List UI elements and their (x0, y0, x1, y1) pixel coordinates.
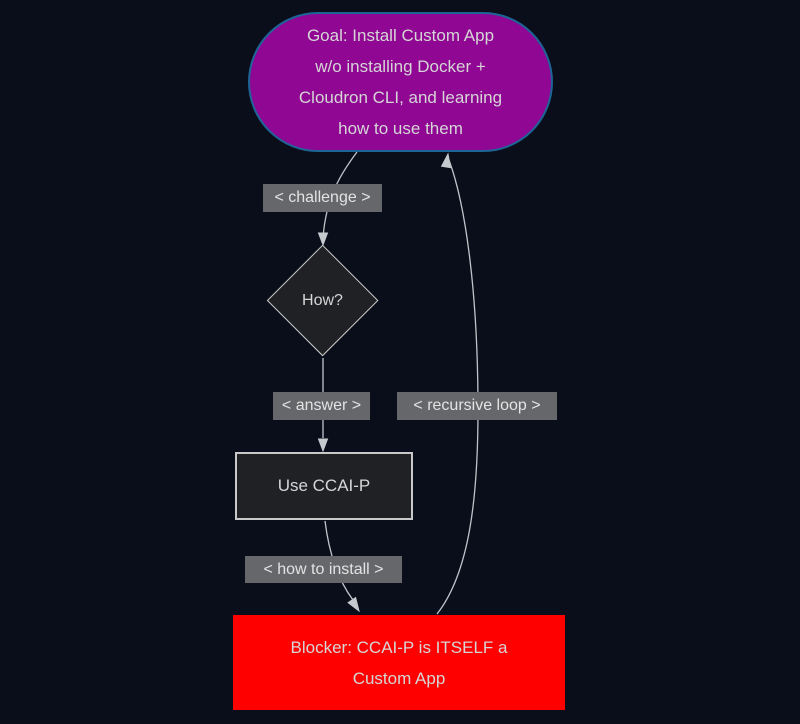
edge-label-recursive-loop: < recursive loop > (397, 392, 557, 420)
goal-node-line: w/o installing Docker + (315, 57, 486, 76)
goal-node-line: Cloudron CLI, and learning (298, 88, 503, 107)
goal-node-line: Goal: Install Custom App (306, 26, 495, 45)
decision-node: How? (266, 244, 379, 358)
decision-node-label: How? (302, 292, 343, 309)
edge-blocker-to-goal-recursive (436, 159, 479, 615)
arrowhead-into-goal (440, 152, 452, 169)
edge-label-challenge: < challenge > (263, 184, 382, 212)
edge-label-how-to-install: < how to install > (245, 556, 402, 583)
edge-label-answer: < answer > (273, 392, 370, 420)
blocker-node-line: Blocker: CCAI-P is ITSELF a (290, 637, 508, 657)
arrowhead-into-how (317, 232, 329, 247)
arrowhead-into-blocker (347, 596, 360, 613)
arrowhead-into-useccaip (317, 438, 329, 453)
goal-node: Goal: Install Custom App w/o installing … (248, 12, 553, 152)
blocker-node: Blocker: CCAI-P is ITSELF a Custom App (233, 615, 565, 710)
goal-node-line: how to use them (338, 119, 463, 138)
use-ccaip-node: Use CCAI-P (235, 452, 413, 520)
blocker-node-line: Custom App (352, 668, 446, 688)
